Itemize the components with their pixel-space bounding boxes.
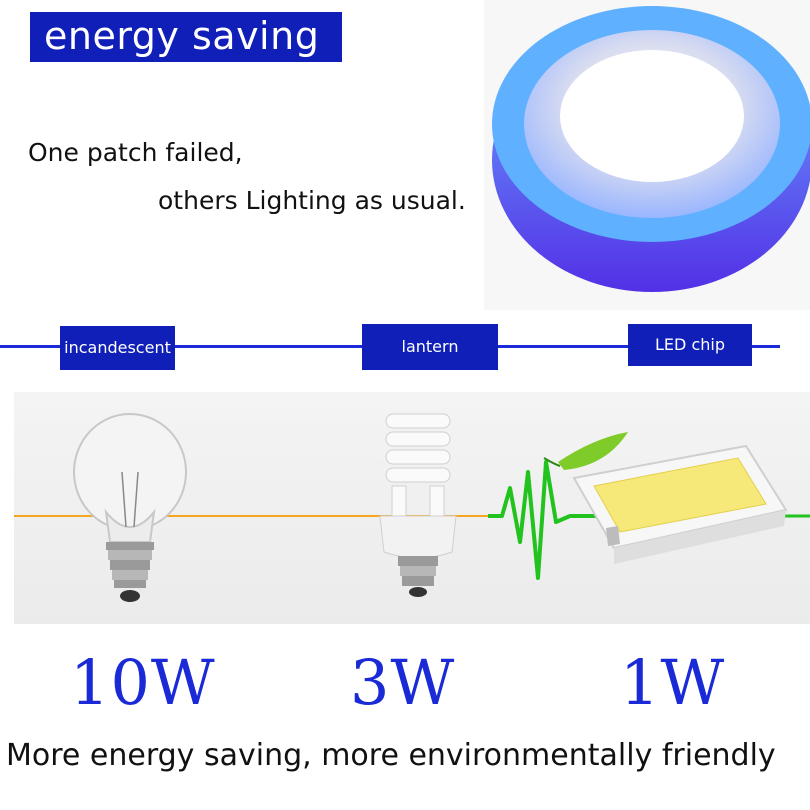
wattage-incandescent: 10W: [70, 646, 216, 719]
bulb-illustrations: [14, 413, 810, 602]
timeline-label-incandescent: incandescent: [60, 326, 175, 370]
timeline-label-led-chip: LED chip: [628, 324, 752, 366]
cfl-lantern-bulb-icon: [379, 413, 457, 597]
timeline-label-lantern: lantern: [362, 324, 498, 370]
description-line-2: others Lighting as usual.: [158, 186, 466, 215]
led-ring-illustration: [484, 0, 810, 310]
energy-saving-badge: energy saving: [30, 12, 342, 62]
bulb-comparison-image: [14, 392, 810, 624]
footer-tagline: More energy saving, more environmentally…: [6, 738, 776, 773]
led-panel-ring-image: [484, 0, 810, 310]
led-chip-icon: [572, 444, 788, 564]
incandescent-bulb-icon: [73, 413, 187, 602]
wattage-led-chip: 1W: [620, 646, 726, 719]
description-line-1: One patch failed,: [28, 138, 243, 167]
wattage-lantern: 3W: [350, 646, 456, 719]
